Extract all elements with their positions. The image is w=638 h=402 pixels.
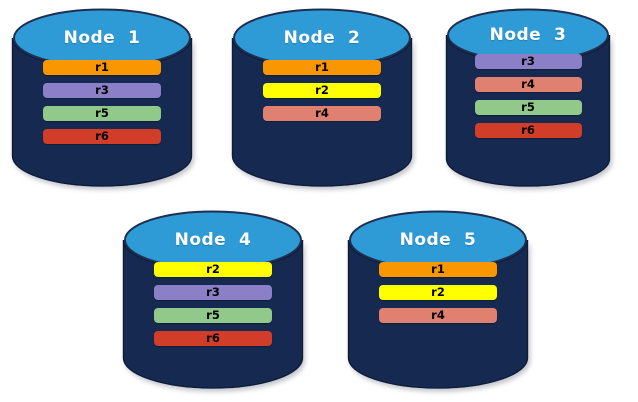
replica-bar-r1[interactable]: r1 — [379, 262, 497, 277]
node-title: Node 5 — [399, 230, 477, 250]
node-cylinder-3[interactable]: Node 3 r3 r4 r5 r6 — [445, 8, 611, 187]
node-title: Node 3 — [489, 25, 567, 45]
node-title: Node 2 — [283, 28, 361, 48]
replica-bar-r2[interactable]: r2 — [154, 262, 272, 277]
replica-bar-r2[interactable]: r2 — [379, 285, 497, 300]
replica-bar-r3[interactable]: r3 — [474, 54, 582, 69]
node-cylinder-2[interactable]: Node 2 r1 r2 r4 — [231, 8, 413, 187]
replica-bar-r3[interactable]: r3 — [43, 83, 161, 98]
replica-bar-r2[interactable]: r2 — [263, 83, 381, 98]
node-title: Node 1 — [63, 28, 141, 48]
replica-list: r2 r3 r5 r6 — [123, 262, 303, 346]
node-cylinder-4[interactable]: Node 4 r2 r3 r5 r6 — [122, 210, 304, 389]
replica-bar-r3[interactable]: r3 — [154, 285, 272, 300]
replica-bar-r4[interactable]: r4 — [263, 106, 381, 121]
replica-list: r1 r2 r4 — [348, 262, 528, 323]
replica-bar-r5[interactable]: r5 — [474, 100, 582, 115]
replica-bar-r6[interactable]: r6 — [154, 331, 272, 346]
replica-bar-r1[interactable]: r1 — [263, 60, 381, 75]
replica-bar-r6[interactable]: r6 — [474, 123, 582, 138]
replica-list: r1 r2 r4 — [232, 60, 412, 121]
replica-bar-r4[interactable]: r4 — [379, 308, 497, 323]
replica-list: r3 r4 r5 r6 — [446, 54, 610, 138]
replica-bar-r1[interactable]: r1 — [43, 60, 161, 75]
replica-bar-r4[interactable]: r4 — [474, 77, 582, 92]
replica-bar-r6[interactable]: r6 — [43, 129, 161, 144]
node-cylinder-5[interactable]: Node 5 r1 r2 r4 — [347, 210, 529, 389]
node-cylinder-1[interactable]: Node 1 r1 r3 r5 r6 — [11, 8, 193, 187]
replica-bar-r5[interactable]: r5 — [154, 308, 272, 323]
replica-bar-r5[interactable]: r5 — [43, 106, 161, 121]
node-title: Node 4 — [174, 230, 252, 250]
replica-list: r1 r3 r5 r6 — [12, 60, 192, 144]
